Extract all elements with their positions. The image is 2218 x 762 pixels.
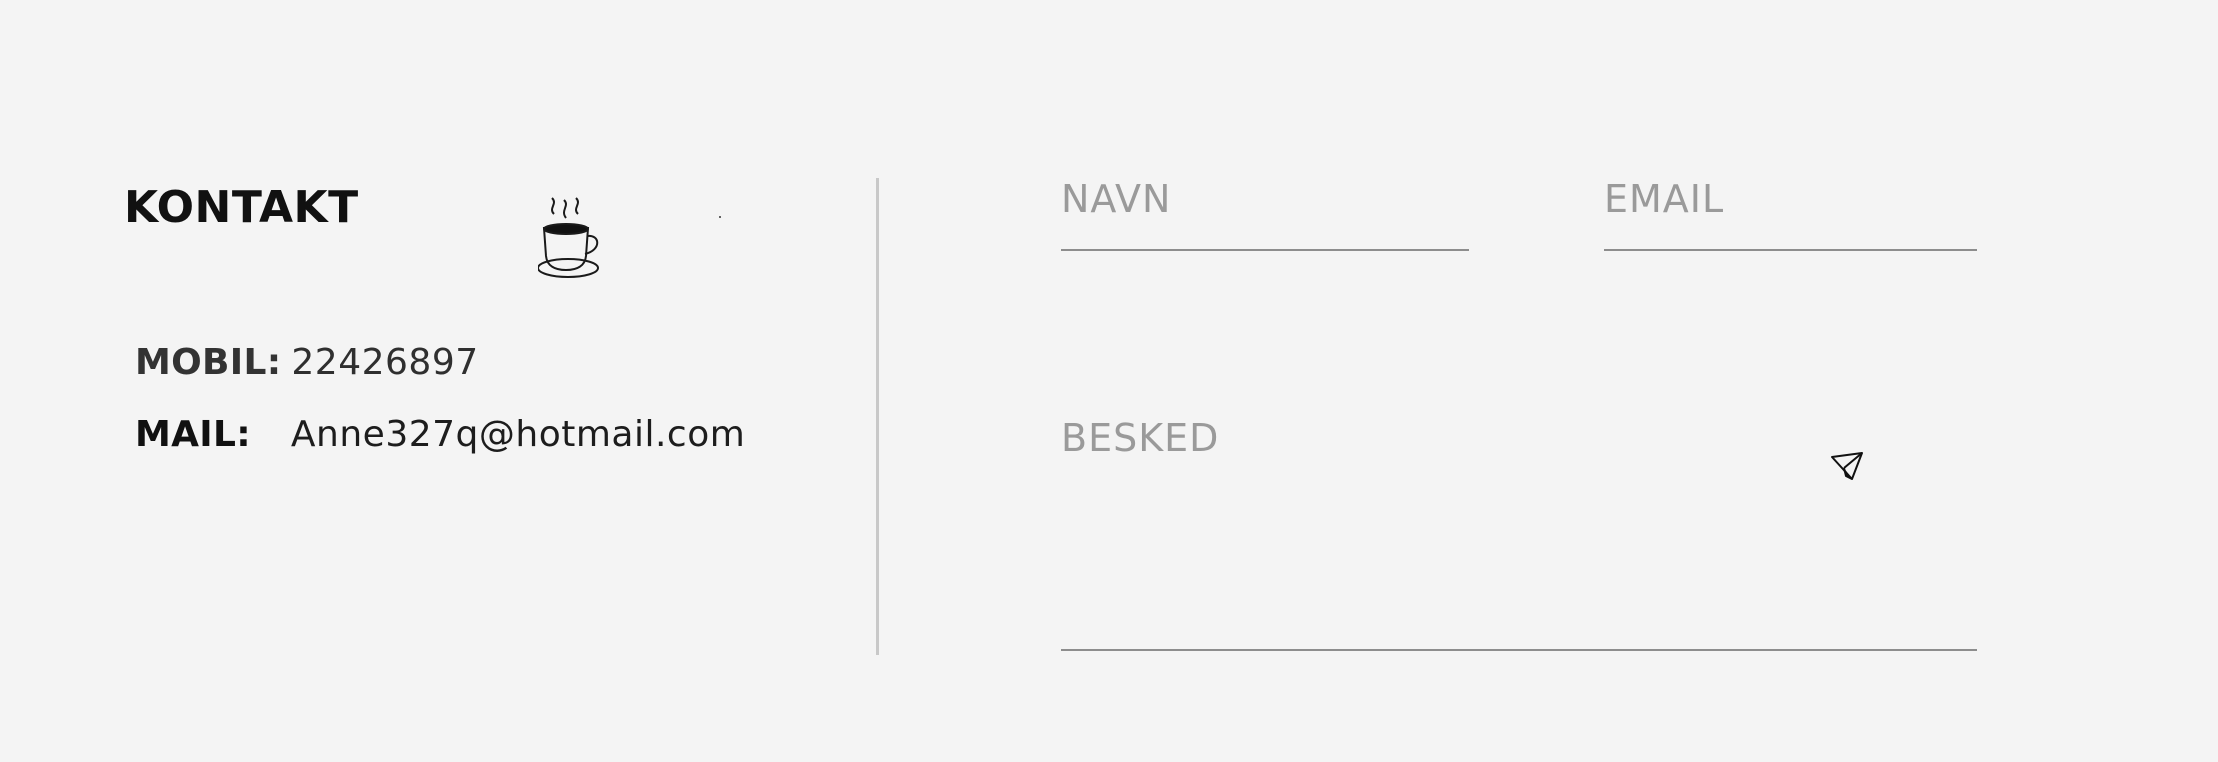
mobile-row: MOBIL: 22426897 xyxy=(135,342,479,383)
mail-row: MAIL: Anne327q@hotmail.com xyxy=(135,414,745,455)
decorative-dot xyxy=(719,216,721,218)
contact-title: KONTAKT xyxy=(124,182,359,233)
email-field-label[interactable]: EMAIL xyxy=(1604,177,1725,221)
coffee-cup-icon xyxy=(537,196,612,280)
mail-label: MAIL: xyxy=(135,414,251,455)
message-textarea[interactable] xyxy=(1061,649,1977,651)
message-field-label[interactable]: BESKED xyxy=(1061,416,1220,460)
vertical-divider xyxy=(876,178,879,655)
email-input[interactable] xyxy=(1604,249,1977,251)
contact-info-section: KONTAKT MOBIL: 22426897 MAIL: Anne327q@h… xyxy=(0,0,877,762)
mobile-value: 22426897 xyxy=(291,342,479,383)
send-button[interactable] xyxy=(1828,450,1866,486)
name-input[interactable] xyxy=(1061,249,1469,251)
mail-link[interactable]: Anne327q@hotmail.com xyxy=(290,414,746,455)
paper-plane-icon xyxy=(1830,451,1864,485)
mobile-label: MOBIL: xyxy=(135,342,282,383)
name-field-label[interactable]: NAVN xyxy=(1061,177,1172,221)
